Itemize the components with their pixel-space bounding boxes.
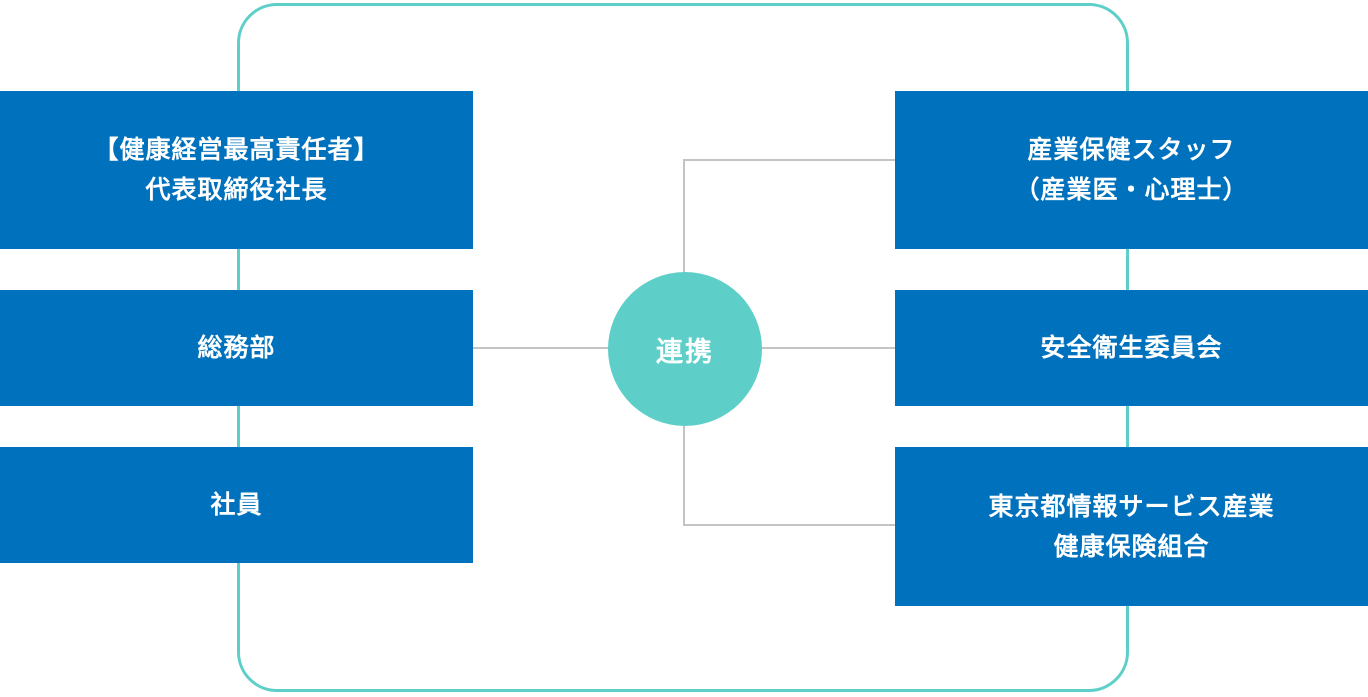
insurance-box: 東京都情報サービス産業 健康保険組合 [895,447,1368,606]
connector-right [761,347,895,349]
employees-label: 社員 [210,490,263,519]
ceo-title: 【健康経営最高責任者】 [93,135,380,164]
general-affairs-label: 総務部 [197,333,276,362]
connector-vertical-top [683,159,685,273]
health-staff-box: 産業保健スタッフ （産業医・心理士） [895,91,1368,249]
health-staff-detail: （産業医・心理士） [1014,175,1249,204]
connector-left [473,347,609,349]
cooperation-label: 連携 [656,336,714,368]
cooperation-hub: 連携 [608,272,762,426]
health-staff-title: 産業保健スタッフ [1027,135,1236,164]
employees-box: 社員 [0,447,473,563]
safety-committee-label: 安全衛生委員会 [1040,333,1223,362]
safety-committee-box: 安全衛生委員会 [895,290,1368,406]
ceo-role: 代表取締役社長 [145,175,328,204]
connector-vertical-bottom [683,425,685,526]
insurance-name-line2: 健康保険組合 [1053,531,1210,561]
ceo-box: 【健康経営最高責任者】 代表取締役社長 [0,91,473,249]
insurance-name-line1: 東京都情報サービス産業 [988,491,1275,521]
connector-top-branch [683,159,895,161]
general-affairs-box: 総務部 [0,290,473,406]
connector-bottom-branch [683,524,895,526]
